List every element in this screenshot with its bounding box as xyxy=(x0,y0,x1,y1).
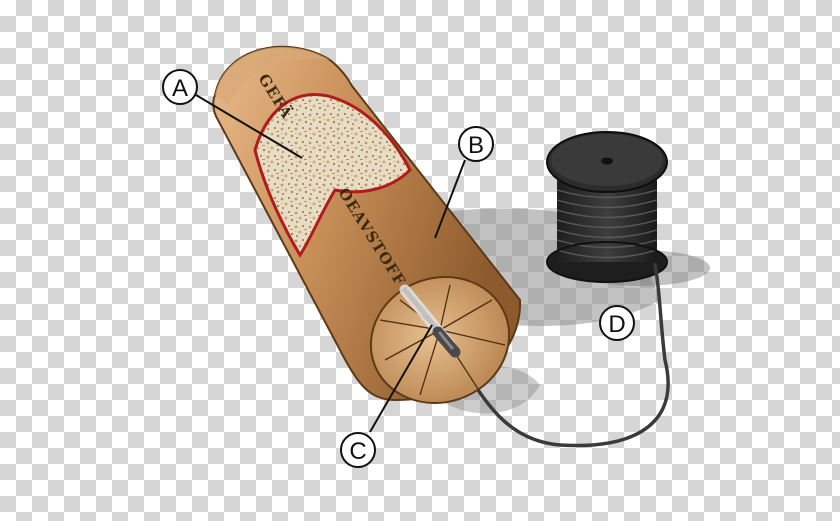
blasting-cap xyxy=(399,284,461,358)
callout-c: C xyxy=(340,432,376,468)
callout-a-label: A xyxy=(172,75,188,102)
callout-b-label: B xyxy=(468,132,484,159)
dynamite-stick: GEFÄ OEAVSTOFF xyxy=(212,45,522,404)
callout-d-label: D xyxy=(608,311,625,338)
leader-line-c xyxy=(369,324,433,433)
spool-hole xyxy=(601,157,613,165)
detonator-wire xyxy=(453,263,670,448)
cutaway-explosive xyxy=(253,92,412,258)
leader-line-a xyxy=(195,94,303,159)
callout-d: D xyxy=(599,305,635,341)
callout-b: B xyxy=(458,126,494,162)
callout-a: A xyxy=(162,69,198,105)
callout-c-label: C xyxy=(349,438,366,465)
leader-line-b xyxy=(434,159,466,239)
wire-spool xyxy=(546,131,668,283)
